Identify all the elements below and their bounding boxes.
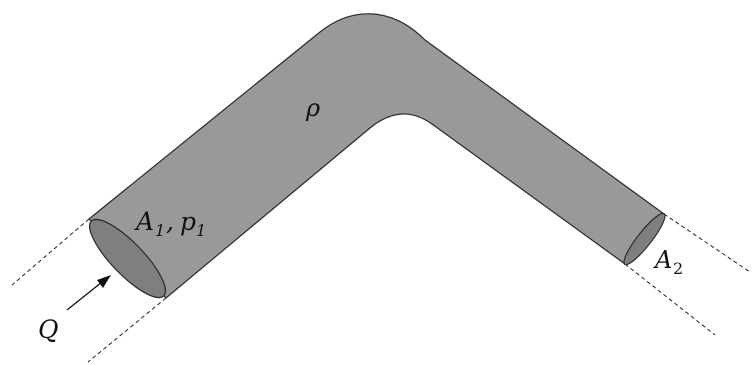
outlet-cross-section — [623, 212, 666, 266]
outlet-area-label: A — [653, 246, 672, 274]
inlet-pressure-subscript: 1 — [196, 221, 206, 240]
inlet-area-subscript: 1 — [155, 221, 165, 240]
inlet-guide-line-bottom — [87, 297, 167, 363]
outlet-area-subscript: 2 — [673, 259, 683, 278]
inlet-separator: , — [166, 207, 174, 236]
inlet-area-label: A — [134, 207, 154, 236]
outlet-guide-line-top — [663, 213, 751, 273]
inlet-cross-section — [88, 218, 167, 299]
inlet-guide-line-top — [11, 218, 90, 286]
flow-arrow-head — [97, 275, 111, 288]
flow-rate-label: Q — [38, 315, 59, 344]
pipe-body — [88, 13, 665, 299]
inlet-pressure-label: p — [180, 207, 196, 236]
density-label: ρ — [305, 94, 320, 122]
flow-arrow-shaft — [66, 281, 103, 311]
outlet-guide-line-bottom — [624, 263, 716, 336]
